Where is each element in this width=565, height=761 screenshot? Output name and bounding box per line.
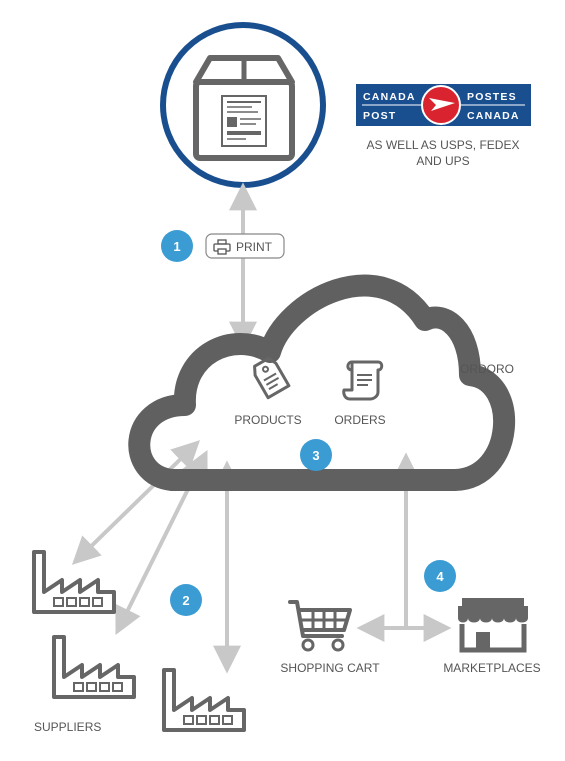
step-badge-1: 1 <box>161 230 193 262</box>
storefront-icon <box>458 598 528 653</box>
step-badge-3: 3 <box>300 439 332 471</box>
factory-icon <box>32 550 116 614</box>
step-badge-2: 2 <box>170 584 202 616</box>
factory-icon <box>52 635 136 699</box>
orders-label: ORDERS <box>334 413 385 427</box>
package-icon <box>193 55 295 161</box>
logo-text-canada: CANADA <box>363 91 416 103</box>
canada-post-logo: CANADA POSTES POST CANADA <box>356 84 531 126</box>
price-tag-icon <box>253 356 291 400</box>
marketplaces-label: MARKETPLACES <box>443 661 540 675</box>
printer-icon <box>213 239 231 255</box>
ordoro-cloud-shape <box>128 274 516 491</box>
step-badge-4-number: 4 <box>436 569 444 584</box>
logo-text-canada-2: CANADA <box>467 110 520 122</box>
cloud-label: ORDORO <box>460 362 514 376</box>
step-badge-3-number: 3 <box>312 448 319 463</box>
step-badge-1-number: 1 <box>173 239 180 254</box>
products-label: PRODUCTS <box>234 413 301 427</box>
canada-post-emblem-icon <box>421 85 461 125</box>
carriers-note-line1: AS WELL AS USPS, FEDEX <box>367 138 520 152</box>
suppliers-label: SUPPLIERS <box>34 720 101 734</box>
shipping-label-circle <box>160 22 326 188</box>
shopping-cart-icon <box>288 600 352 652</box>
step-badge-4: 4 <box>424 560 456 592</box>
factory-icon <box>162 668 246 732</box>
logo-text-post: POST <box>363 110 396 122</box>
shopping-cart-label: SHOPPING CART <box>280 661 380 675</box>
carriers-note-line2: AND UPS <box>416 154 469 168</box>
receipt-scroll-icon <box>342 360 384 401</box>
logo-text-postes: POSTES <box>467 91 517 103</box>
print-button[interactable]: PRINT <box>205 233 285 259</box>
step-badge-2-number: 2 <box>182 593 189 608</box>
print-button-label: PRINT <box>236 240 273 254</box>
